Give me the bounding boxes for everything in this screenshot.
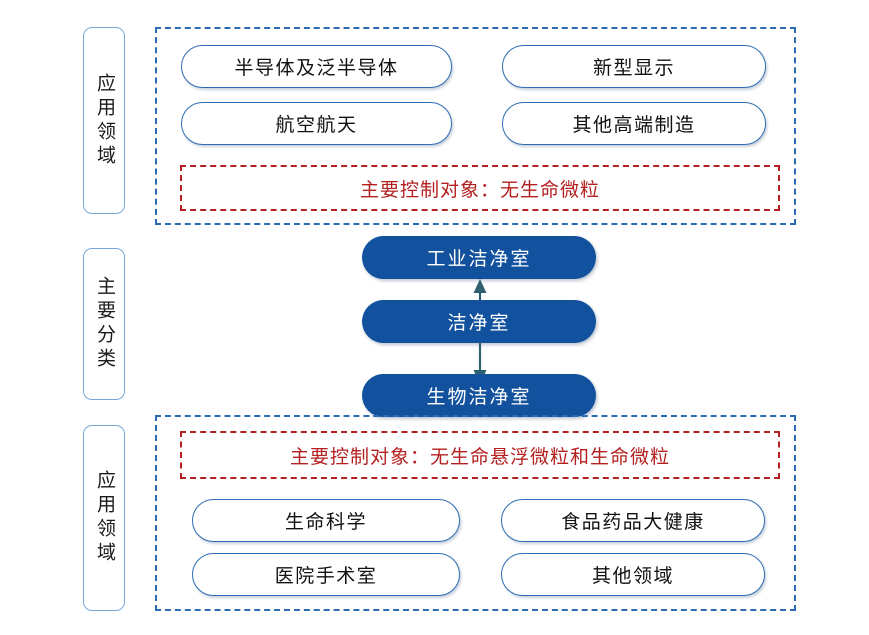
chip-label: 其他领域	[591, 566, 674, 587]
chip-food-drug-health[interactable]: 食品药品大健康	[501, 499, 765, 542]
pill-industrial-cleanroom[interactable]: 工业洁净室	[362, 236, 596, 279]
chip-other-high-end-manufacturing[interactable]: 其他高端制造	[502, 102, 766, 145]
chip-label: 食品药品大健康	[561, 512, 705, 533]
chip-aerospace[interactable]: 航空航天	[181, 102, 452, 145]
chip-other-fields[interactable]: 其他领域	[501, 553, 765, 596]
top-control-object-text: 主要控制对象：无生命微粒	[359, 179, 600, 201]
chip-label: 航空航天	[275, 115, 358, 136]
chip-label: 其他高端制造	[572, 115, 696, 136]
bottom-control-object-note: 主要控制对象：无生命悬浮微粒和生命微粒	[180, 431, 780, 479]
chip-label: 新型显示	[592, 58, 675, 79]
top-section-container	[155, 27, 796, 225]
chip-life-science[interactable]: 生命科学	[192, 499, 460, 542]
side-label-bottom-text: 应用领域	[93, 470, 115, 566]
top-control-object-note: 主要控制对象：无生命微粒	[180, 165, 780, 211]
pill-label: 生物洁净室	[426, 387, 532, 408]
pill-label: 洁净室	[447, 313, 511, 334]
bottom-section-container	[155, 415, 796, 611]
pill-label: 工业洁净室	[426, 249, 532, 270]
chip-label: 医院手术室	[274, 566, 378, 587]
chip-hospital-operating-room[interactable]: 医院手术室	[192, 553, 460, 596]
side-label-middle-text: 主要分类	[93, 276, 115, 372]
bottom-control-object-text: 主要控制对象：无生命悬浮微粒和生命微粒	[289, 446, 670, 468]
side-label-bottom-application-domain: 应用领域	[83, 425, 125, 611]
pill-cleanroom[interactable]: 洁净室	[362, 300, 596, 343]
pill-biological-cleanroom[interactable]: 生物洁净室	[362, 374, 596, 417]
chip-label: 半导体及泛半导体	[234, 58, 399, 79]
chip-label: 生命科学	[284, 512, 367, 533]
side-label-main-classification: 主要分类	[83, 248, 125, 400]
chip-semiconductor[interactable]: 半导体及泛半导体	[181, 45, 452, 88]
side-label-top-application-domain: 应用领域	[83, 27, 125, 214]
chip-new-display[interactable]: 新型显示	[502, 45, 766, 88]
side-label-top-text: 应用领域	[93, 72, 115, 169]
